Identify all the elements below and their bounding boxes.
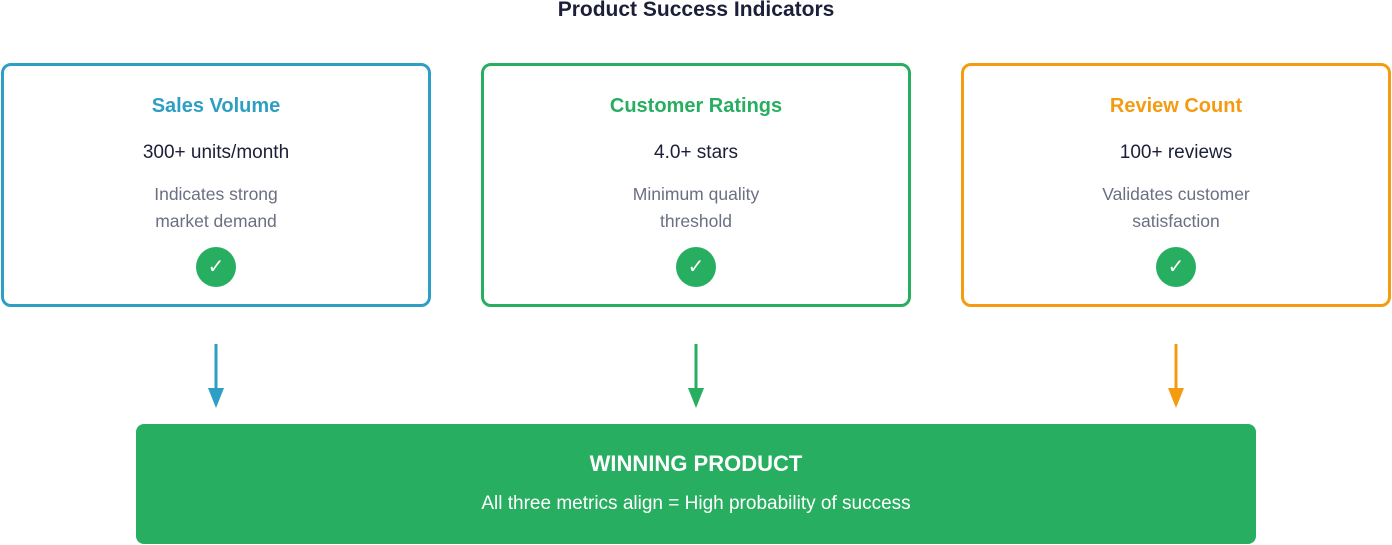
card-description: Indicates strong market demand — [4, 181, 428, 235]
winning-product-box: WINNING PRODUCT All three metrics align … — [136, 424, 1256, 544]
card-value: 100+ reviews — [1119, 142, 1233, 163]
card-description-line: Validates customer — [1102, 184, 1250, 204]
arrow-down-icon — [208, 344, 224, 408]
card-description-line: threshold — [660, 211, 732, 231]
check-icon: ✓ — [676, 247, 716, 287]
card-description-line: market demand — [155, 211, 277, 231]
card-sales-volume: Sales Volume 300+ units/month Indicates … — [1, 63, 431, 307]
card-description-line: Indicates strong — [154, 184, 278, 204]
arrow-down-icon — [1168, 344, 1184, 408]
diagram-title: Product Success Indicators — [557, 0, 835, 21]
card-description: Minimum quality threshold — [484, 181, 908, 235]
check-icon: ✓ — [1156, 247, 1196, 287]
card-review-count: Review Count 100+ reviews Validates cust… — [961, 63, 1391, 307]
arrow-down-icon — [688, 344, 704, 408]
card-title: Customer Ratings — [609, 95, 783, 117]
card-description: Validates customer satisfaction — [964, 181, 1388, 235]
card-value: 4.0+ stars — [654, 142, 738, 163]
check-icon: ✓ — [196, 247, 236, 287]
card-description-line: Minimum quality — [632, 184, 760, 204]
card-value: 300+ units/month — [142, 142, 290, 163]
card-title: Review Count — [1109, 95, 1243, 117]
card-description-line: satisfaction — [1132, 211, 1220, 231]
result-subtitle: All three metrics align = High probabili… — [481, 493, 911, 514]
card-title: Sales Volume — [151, 95, 281, 117]
result-title: WINNING PRODUCT — [589, 451, 803, 476]
card-customer-ratings: Customer Ratings 4.0+ stars Minimum qual… — [481, 63, 911, 307]
